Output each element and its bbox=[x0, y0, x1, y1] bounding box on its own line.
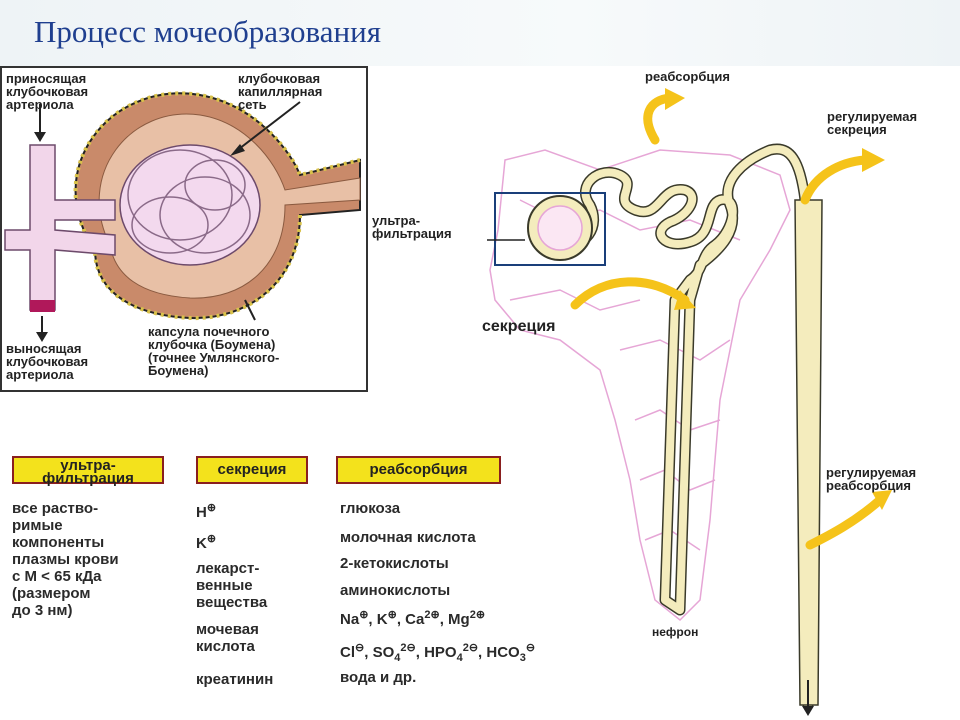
slide-title: Процесс мочеобразования bbox=[34, 14, 381, 49]
secretion-label: секреция bbox=[482, 318, 556, 335]
flow-arrows-drawing bbox=[570, 93, 885, 550]
header-reabsorption: реабсорбция bbox=[336, 456, 501, 484]
bowman-capsule-nephron-drawing bbox=[487, 192, 606, 266]
capillary-loops-drawing bbox=[119, 144, 261, 266]
reabsorption-label: реабсорбция bbox=[645, 69, 730, 84]
nephron-label: нефрон bbox=[652, 625, 699, 639]
collecting-duct-drawing bbox=[794, 199, 823, 716]
ions-cations: Na⊕, K⊕, Ca2⊕, Mg2⊕ bbox=[340, 609, 486, 628]
title-bar: Процесс мочеобразования bbox=[0, 0, 960, 66]
arterioles-drawing bbox=[4, 101, 301, 342]
ions-anions: Cl⊖, SO42⊖, HPO42⊖, HCO3⊖ bbox=[340, 642, 536, 664]
secretion-list: H⊕ K⊕ лекарст- венные вещества мочевая к… bbox=[196, 502, 274, 688]
flow-arrowheads-drawing bbox=[665, 88, 892, 510]
header-ultrafiltration: ультра-фильтрация bbox=[12, 456, 164, 486]
nephron-tubule-fill bbox=[530, 145, 812, 709]
reabsorption-list: глюкоза молочная кислота 2-кетокислоты а… bbox=[340, 500, 536, 686]
header-secretion: секреция bbox=[196, 456, 308, 484]
ultrafiltration-label: ультра-фильтрация bbox=[372, 213, 452, 241]
ultrafiltration-list: все раство- римые компоненты плазмы кров… bbox=[12, 500, 119, 619]
